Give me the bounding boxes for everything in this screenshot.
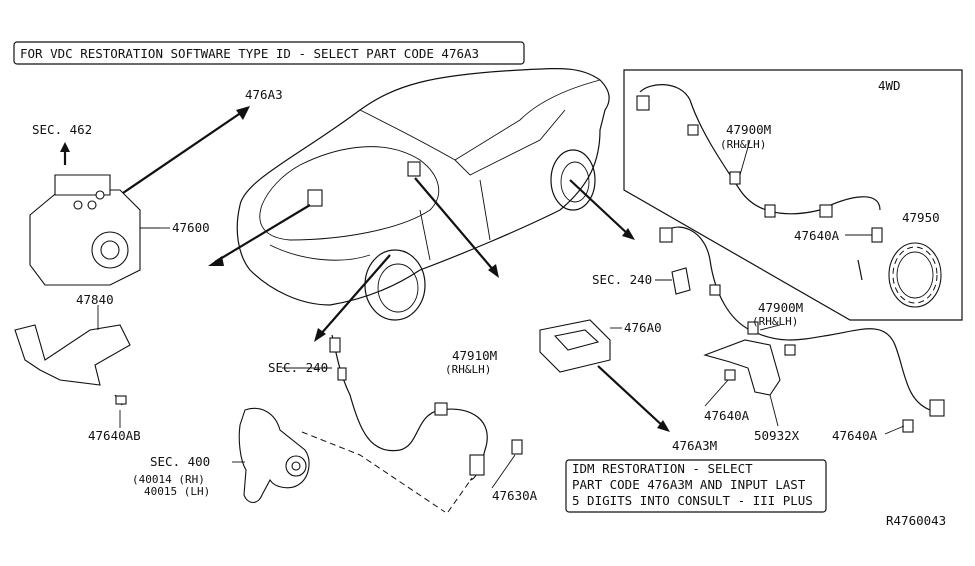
label-47630A: 47630A [492, 488, 538, 503]
rear-sensor-harness-top [636, 84, 883, 281]
tone-ring-part [888, 242, 942, 308]
label-47900M-mid: 47900M [758, 300, 803, 315]
idm-note-line1: IDM RESTORATION - SELECT [572, 461, 753, 476]
label-leaders [97, 139, 905, 489]
label-40015: 40015 (LH) [144, 485, 210, 498]
idm-note-line3: 5 DIGITS INTO CONSULT - III PLUS [572, 493, 813, 508]
label-sec462: SEC. 462 [32, 122, 92, 137]
abs-actuator-part [29, 174, 160, 286]
clamp-part-right [671, 267, 691, 295]
label-476A3M: 476A3M [672, 438, 717, 453]
label-47640A-top: 47640A [794, 228, 840, 243]
vdc-banner-text: FOR VDC RESTORATION SOFTWARE TYPE ID - S… [20, 46, 479, 61]
label-476A0: 476A0 [624, 320, 662, 335]
vehicle-outline [236, 68, 610, 321]
label-47950: 47950 [902, 210, 940, 225]
label-47600: 47600 [172, 220, 210, 235]
idm-note: IDM RESTORATION - SELECT PART CODE 476A3… [565, 459, 827, 513]
label-40014: (40014 (RH) [132, 473, 205, 486]
idm-note-line2: PART CODE 476A3M AND INPUT LAST [572, 477, 806, 492]
label-47910M: 47910M [452, 348, 497, 363]
label-47900M-mid-rhlh: (RH&LH) [752, 315, 798, 328]
label-47900M-top: 47900M [726, 122, 771, 137]
label-47640A-mid: 47640A [704, 408, 750, 423]
label-47640A-right: 47640A [832, 428, 878, 443]
rear-sensor-harness-mid [659, 226, 945, 433]
label-sec400: SEC. 400 [150, 454, 210, 469]
label-47910M-rhlh: (RH&LH) [445, 363, 491, 376]
label-47900M-top-rhlh: (RH&LH) [720, 138, 766, 151]
label-476A3: 476A3 [245, 87, 283, 102]
label-47840: 47840 [76, 292, 114, 307]
bracket-47840-part [14, 324, 131, 406]
label-reference: R4760043 [886, 513, 946, 528]
front-sensor-harness [329, 334, 523, 481]
label-sec240-left: SEC. 240 [268, 360, 328, 375]
idm-module-part [539, 319, 611, 373]
box-4wd: 4WD [623, 69, 963, 321]
knuckle-part [238, 407, 310, 504]
leader-arrows [60, 106, 670, 432]
label-sec240-right: SEC. 240 [592, 272, 652, 287]
label-47640AB: 47640AB [88, 428, 141, 443]
vdc-banner: FOR VDC RESTORATION SOFTWARE TYPE ID - S… [13, 41, 525, 65]
box-4wd-title: 4WD [878, 78, 901, 93]
bracket-50932X-part [703, 339, 781, 396]
label-50932X: 50932X [754, 428, 800, 443]
